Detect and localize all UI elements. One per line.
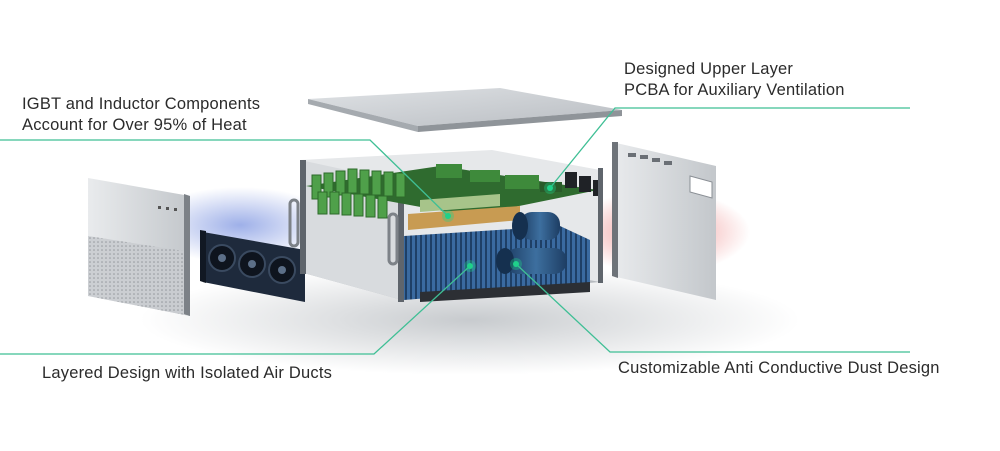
leader-dust [515,263,910,353]
callout-upper-layer: Designed Upper Layer PCBA for Auxiliary … [624,59,845,101]
cool-air-flow [145,187,335,263]
callout-igbt: IGBT and Inductor Components Account for… [22,94,260,136]
callout-dust-text: Customizable Anti Conductive Dust Design [618,359,940,377]
inductor-stack [311,168,406,219]
leader-igbt [0,139,449,217]
main-chassis [288,150,603,302]
callout-dust: Customizable Anti Conductive Dust Design [618,358,940,379]
left-handle [288,198,300,248]
marker-air-ducts [464,260,476,272]
leader-upper-layer [549,107,910,189]
callout-upper-layer-line1: Designed Upper Layer [624,60,794,78]
callout-igbt-line1: IGBT and Inductor Components [22,95,261,113]
leader-air-ducts [0,265,471,355]
left-side-panel [88,178,190,316]
callout-air-ducts: Layered Design with Isolated Air Ducts [42,363,332,384]
callout-igbt-line2: Account for Over 95% of Heat [22,116,247,134]
right-side-panel [612,142,716,300]
busbar [408,206,520,230]
callout-markers [442,182,556,272]
callout-lines [0,107,910,355]
right-handle [387,212,399,266]
top-lid [308,88,622,132]
fan-assembly [200,230,305,302]
callout-air-ducts-text: Layered Design with Isolated Air Ducts [42,364,333,382]
marker-upper-layer [544,182,556,194]
marker-igbt [442,210,454,222]
callout-upper-layer-line2: PCBA for Auxiliary Ventilation [624,81,845,99]
marker-dust [510,258,522,270]
